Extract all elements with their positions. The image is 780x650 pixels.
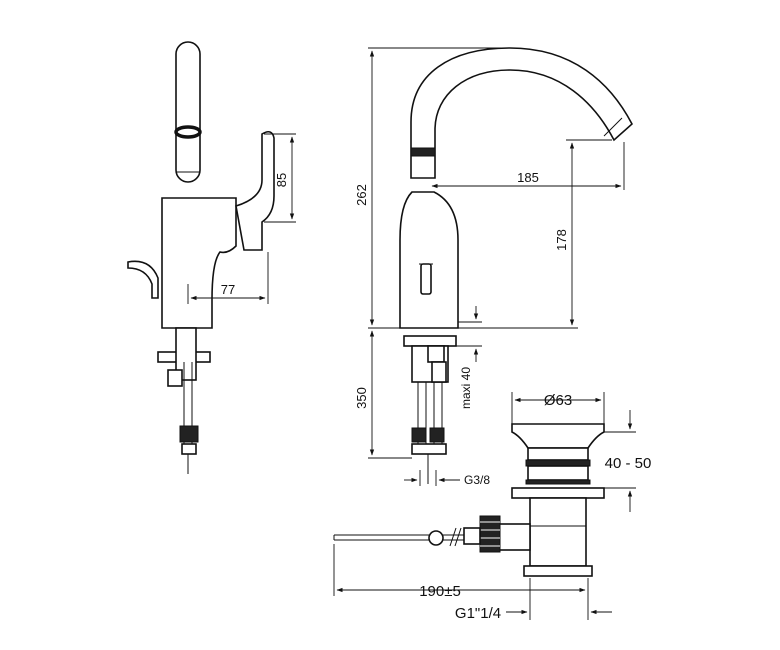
dim-185-label: 185	[517, 170, 539, 185]
dim-190-label: 190±5	[419, 583, 461, 600]
front-hose-fitting-left	[411, 427, 427, 443]
side-lever-handle	[235, 130, 275, 251]
waste-body-mid	[527, 465, 589, 481]
dim-d63-label: Ø63	[544, 392, 572, 409]
dim-4050-label: 40 - 50	[605, 455, 652, 472]
front-hose-fitting-right	[429, 427, 445, 443]
side-lift-rod	[127, 260, 159, 299]
waste-rod-break-2	[454, 527, 462, 547]
waste-rod-collar	[463, 527, 481, 545]
waste-flange-top	[511, 423, 605, 449]
waste-view: Ø63 40 - 50 190±5 G1"1/4	[333, 392, 652, 622]
front-lever-slot	[420, 263, 432, 295]
side-aerator-ring	[174, 125, 202, 139]
dim-350-label: 350	[354, 387, 369, 409]
dim-77-label: 77	[221, 282, 235, 297]
side-shank	[175, 327, 197, 381]
waste-rod-ball	[428, 530, 444, 546]
waste-thread-band-1	[525, 459, 591, 467]
waste-rod-knurled-nut	[479, 515, 501, 553]
front-spout-curve	[410, 47, 633, 179]
waste-lock-nut	[511, 487, 605, 499]
side-body	[161, 197, 237, 329]
side-hose-end-nut	[181, 443, 197, 455]
dim-262-label: 262	[354, 184, 369, 206]
side-view: 85 77	[127, 41, 296, 474]
side-nut	[167, 369, 183, 387]
waste-rod-housing	[497, 523, 531, 551]
dim-178-label: 178	[554, 229, 569, 251]
dim-g38-label: G3/8	[464, 473, 490, 487]
waste-body-lower	[529, 497, 587, 567]
front-mounting-plate	[403, 335, 457, 347]
dim-85-label: 85	[274, 173, 289, 187]
waste-body-upper	[527, 447, 589, 461]
front-body	[399, 191, 459, 329]
front-shank-nut	[427, 345, 445, 363]
front-spout-tip-line	[603, 117, 623, 137]
front-valve-block	[431, 361, 447, 383]
side-spout-pipe	[175, 41, 201, 183]
side-hose-fitting	[179, 425, 199, 443]
front-spout-band	[410, 147, 436, 157]
dim-g114-label: G1"1/4	[455, 605, 501, 622]
dim-max40-label: maxi 40	[459, 367, 473, 409]
waste-thread-band-2	[525, 479, 591, 485]
front-hose-end-nut	[411, 443, 447, 455]
waste-tail-ring	[523, 565, 593, 577]
waste-rod-break-1	[449, 527, 457, 547]
front-view: 262 185 178 350 maxi 40 G3/8	[354, 47, 633, 487]
